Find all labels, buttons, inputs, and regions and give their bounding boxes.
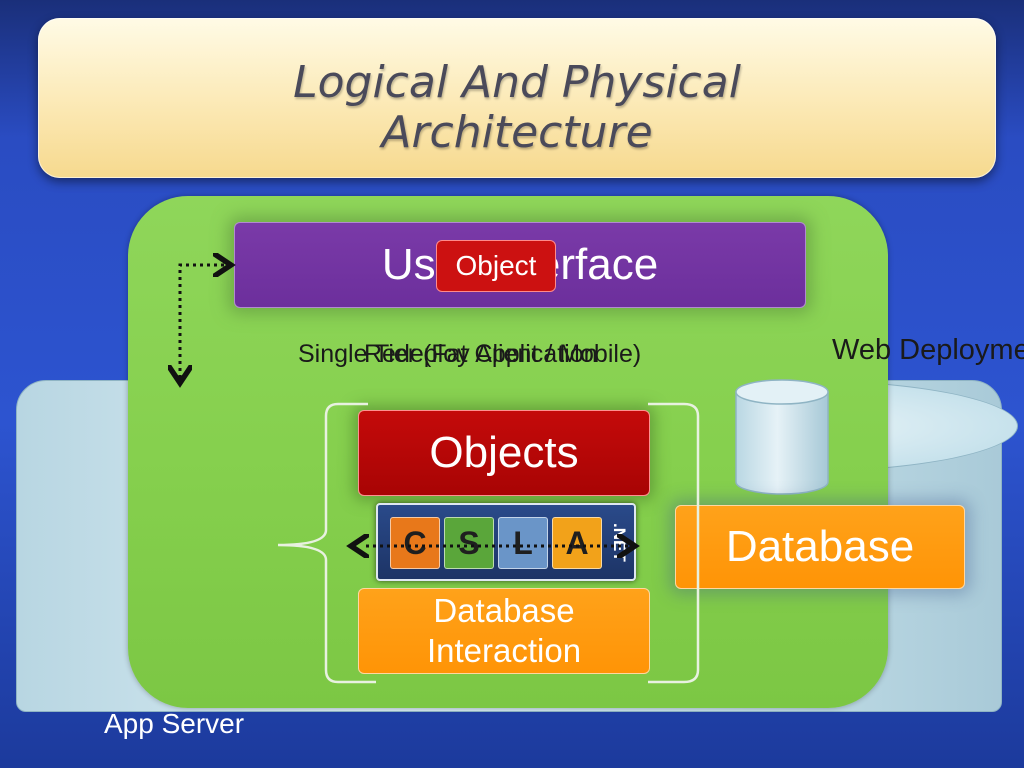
database-interaction-line-2: Interaction	[426, 632, 582, 669]
database-cylinder-icon	[735, 379, 829, 495]
web-deployment-label: Web Deployment	[832, 334, 1024, 366]
object-label: Object	[455, 250, 537, 281]
objects-box: Objects	[358, 410, 650, 496]
title-line-2: Architecture	[381, 107, 653, 158]
single-tier-label: Single Tier (Fat Client / Mobile)	[298, 340, 642, 368]
database-interaction-box: Database Interaction	[358, 588, 650, 674]
slide-title: Logical And Physical Architecture	[38, 58, 996, 158]
objects-label: Objects	[429, 428, 579, 477]
database-interaction-line-1: Database	[433, 592, 575, 629]
redeploy-label: Redeploy Application	[364, 340, 598, 368]
deployment-arrow-icon	[180, 265, 228, 380]
title-line-1: Logical And Physical	[293, 57, 741, 108]
object-box: Object	[436, 240, 556, 292]
title-banner: Logical And Physical Architecture	[38, 18, 996, 178]
database-box: Database	[675, 505, 965, 589]
app-server-label: App Server	[104, 708, 245, 739]
database-label: Database	[725, 522, 915, 571]
object-tier-bracket-icon	[277, 402, 700, 684]
